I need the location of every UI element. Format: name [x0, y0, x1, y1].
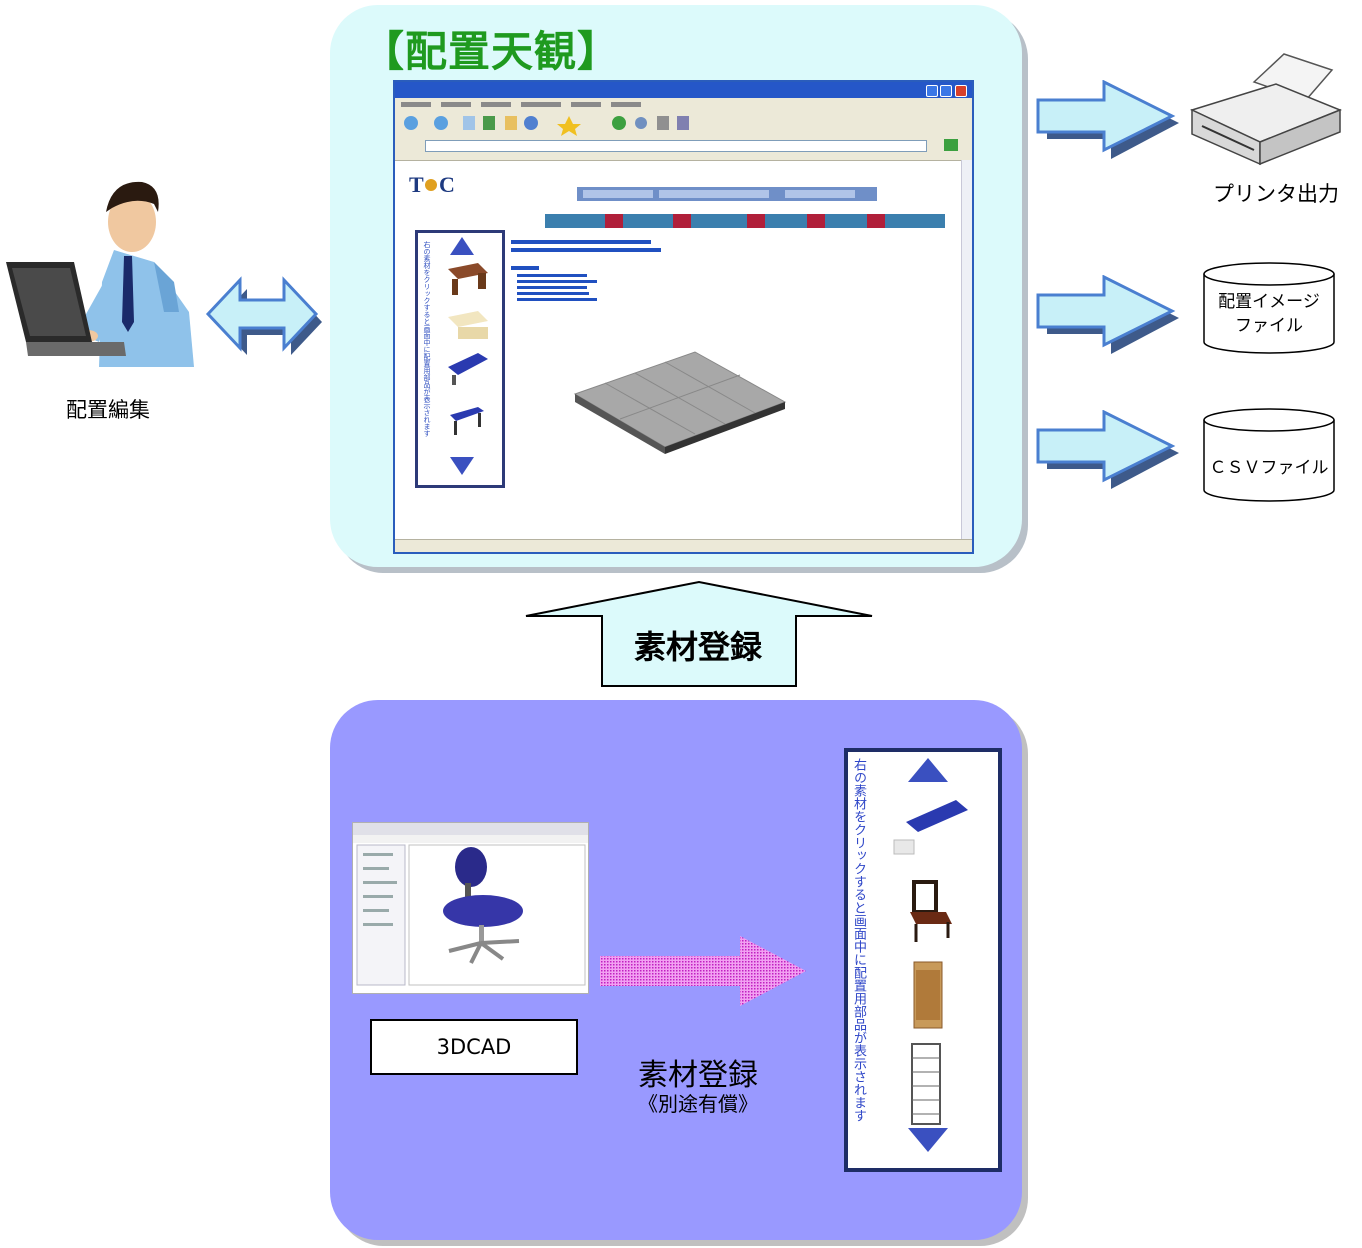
parts-palette-screenshot: 右の素材をクリックすると画面中に配置用部品が表示されます: [415, 230, 505, 488]
maximize-icon: [940, 85, 952, 97]
browser-toolbar: [395, 98, 972, 137]
palette-instruction: 右の素材をクリックすると画面中に配置用部品が表示されます: [423, 241, 431, 437]
arrow-to-csv-file: [1036, 410, 1179, 489]
browser-titlebar: [395, 82, 972, 98]
printer-label: プリンタ出力: [1213, 182, 1339, 206]
parts-instruction: 右の素材をクリックすると画面中に配置用部品が表示されます: [852, 758, 866, 1122]
registration-arrow: [600, 936, 806, 1006]
image-file-cylinder: [1203, 262, 1335, 354]
csv-file-cylinder: [1203, 408, 1335, 502]
scrollbar: [961, 160, 972, 540]
image-file-label-line1: 配置イメージ: [1218, 292, 1320, 312]
user-illustration: [6, 181, 194, 367]
csv-file-label: ＣＳＶファイル: [1209, 458, 1329, 478]
svg-text:C: C: [439, 172, 455, 197]
cad-screenshot: [352, 822, 589, 994]
arrow-to-printer: [1036, 80, 1179, 159]
close-icon: [955, 85, 967, 97]
user-label: 配置編集: [66, 398, 150, 422]
cad-label-box: 3DCAD: [370, 1019, 578, 1075]
upload-arrow-label: 素材登録: [633, 628, 762, 666]
registration-note: 《別途有償》: [638, 1092, 758, 1116]
minimize-icon: [926, 85, 938, 97]
upload-arrow: [525, 580, 873, 687]
registration-label: 素材登録: [638, 1058, 758, 1093]
address-bar: [395, 136, 972, 161]
printer-icon: [1189, 53, 1343, 166]
arrow-to-image-file: [1036, 275, 1179, 354]
image-file-label: 配置イメージ ファイル: [1202, 290, 1336, 338]
status-bar: [395, 539, 972, 552]
parts-panel: 右の素材をクリックすると画面中に配置用部品が表示されます: [844, 748, 1002, 1172]
image-file-label-line2: ファイル: [1235, 316, 1303, 336]
page-content: T C: [409, 172, 945, 454]
double-arrow: [205, 276, 322, 355]
svg-text:T: T: [409, 172, 424, 197]
system-title: 【配置天観】: [362, 27, 621, 76]
